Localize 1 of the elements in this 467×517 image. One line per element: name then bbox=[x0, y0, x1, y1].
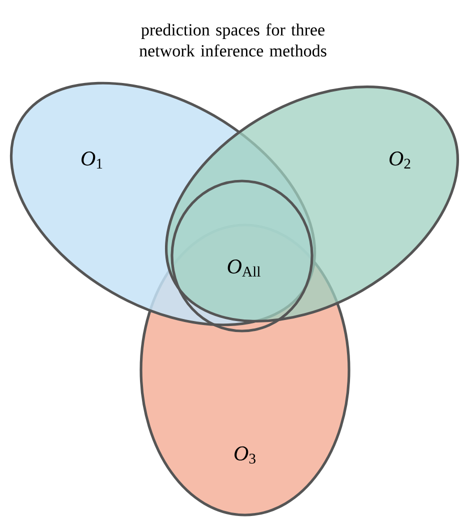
title: prediction spaces for three network inference methods bbox=[139, 23, 326, 57]
